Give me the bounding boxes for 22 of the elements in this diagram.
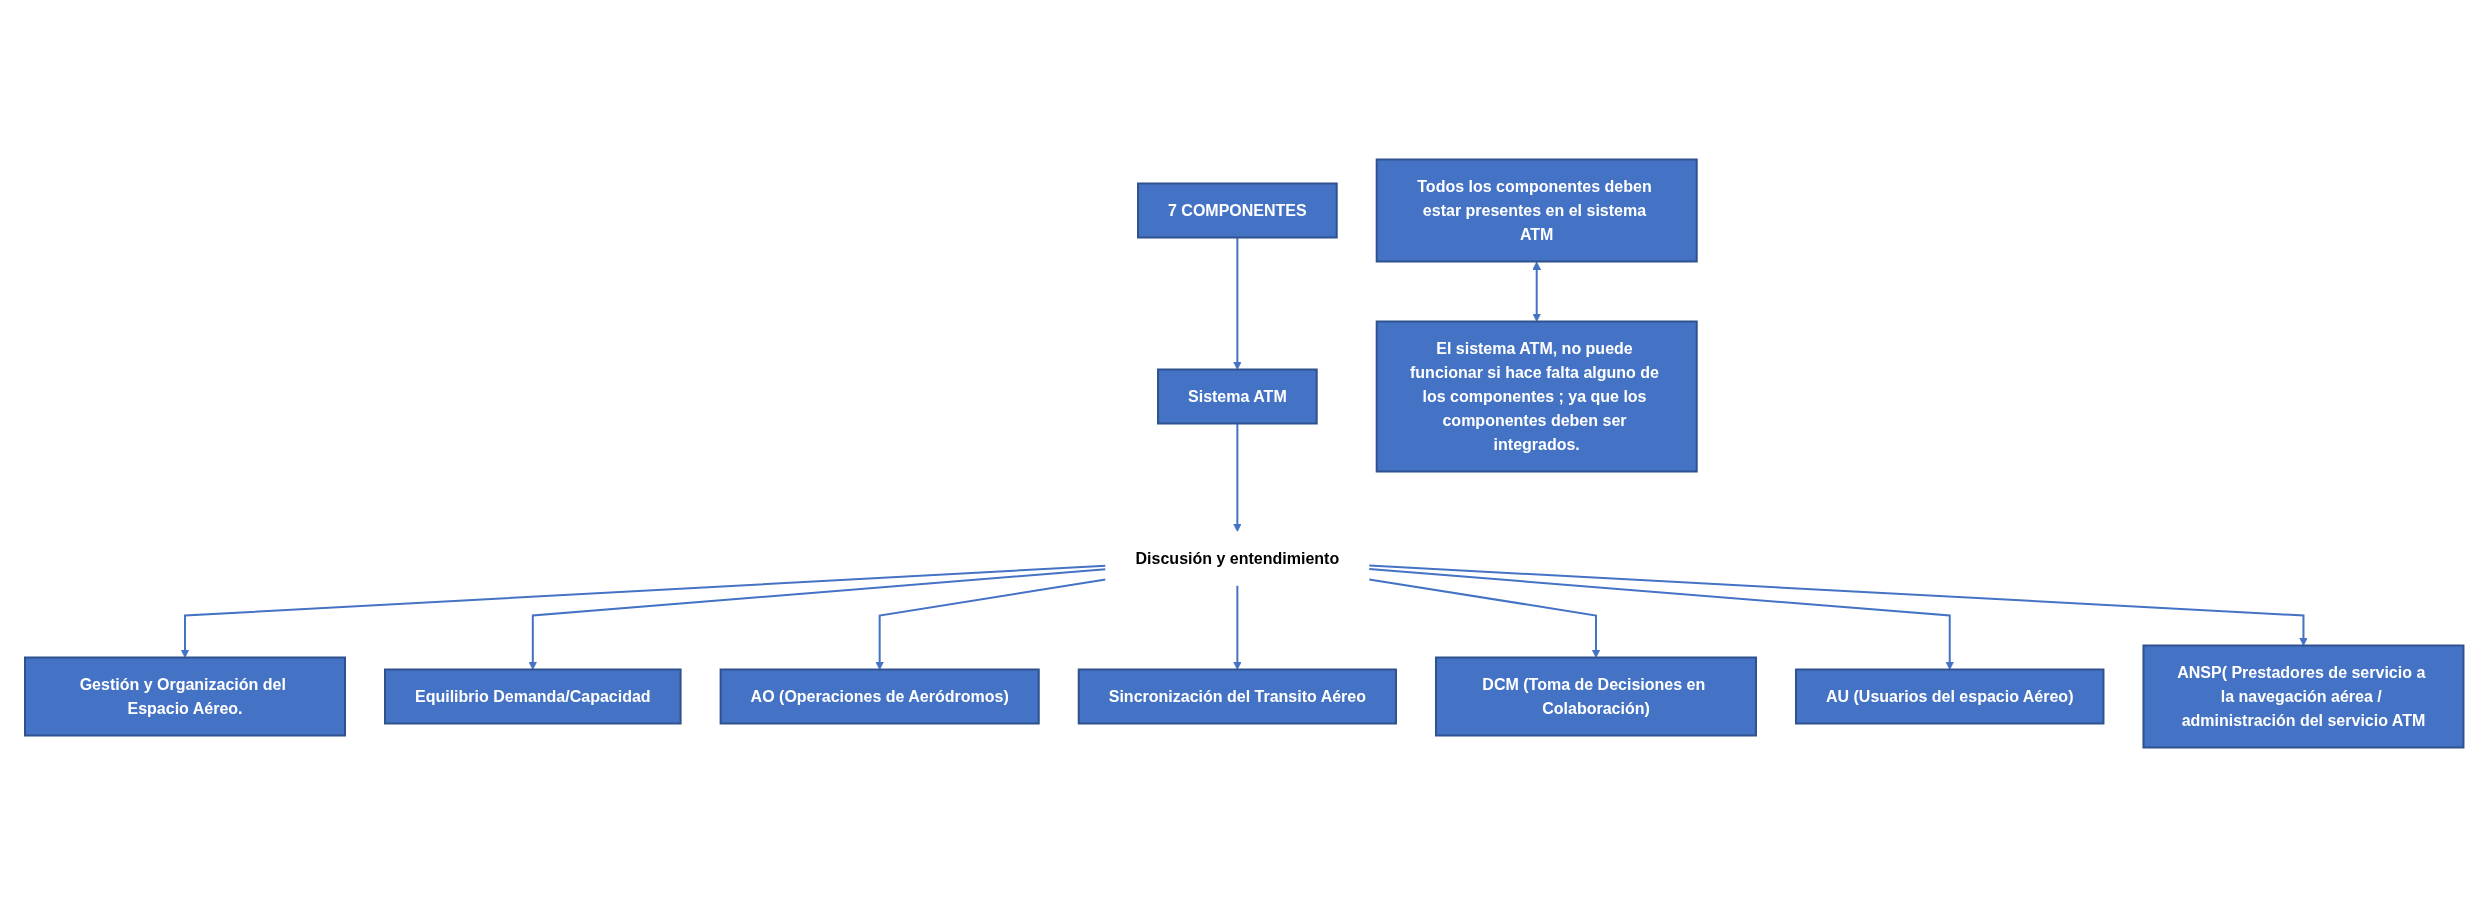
node-box: Sistema ATM [1156, 368, 1318, 425]
node-box: DCM (Toma de Decisiones en Colaboración) [1434, 656, 1757, 737]
arrow [1367, 564, 2308, 646]
node-box: AO (Operaciones de Aeródromos) [719, 668, 1040, 725]
arrow [180, 564, 1107, 658]
arrow [875, 578, 1107, 670]
node-box: Equilibrio Demanda/Capacidad [383, 668, 682, 725]
node-box: El sistema ATM, no puede funcionar si hace falta alguno de los componentes ; ya que los componentes deben ser integrados. [1375, 320, 1698, 473]
node-text: Discusión y entendimiento [1135, 549, 1339, 567]
node-box: Todos los componentes deben estar presentes en el sistema ATM [1375, 158, 1698, 263]
arrow [1367, 568, 1954, 670]
node-box: Gestión y Organización del Espacio Aéreo. [23, 656, 346, 737]
node-box: AU (Usuarios del espacio Aéreo) [1794, 668, 2105, 725]
arrow [528, 568, 1107, 670]
node-box: 7 COMPONENTES [1136, 182, 1338, 239]
node-box: ANSP( Prestadores de servicio a la navegación aérea / administración del servicio ATM [2142, 644, 2465, 749]
arrow [1367, 578, 1601, 658]
arrow [1232, 236, 1242, 370]
node-box: Sincronización del Transito Aéreo [1077, 668, 1397, 725]
arrow [1532, 261, 1541, 322]
arrow [1232, 422, 1242, 532]
arrow [1232, 584, 1242, 670]
